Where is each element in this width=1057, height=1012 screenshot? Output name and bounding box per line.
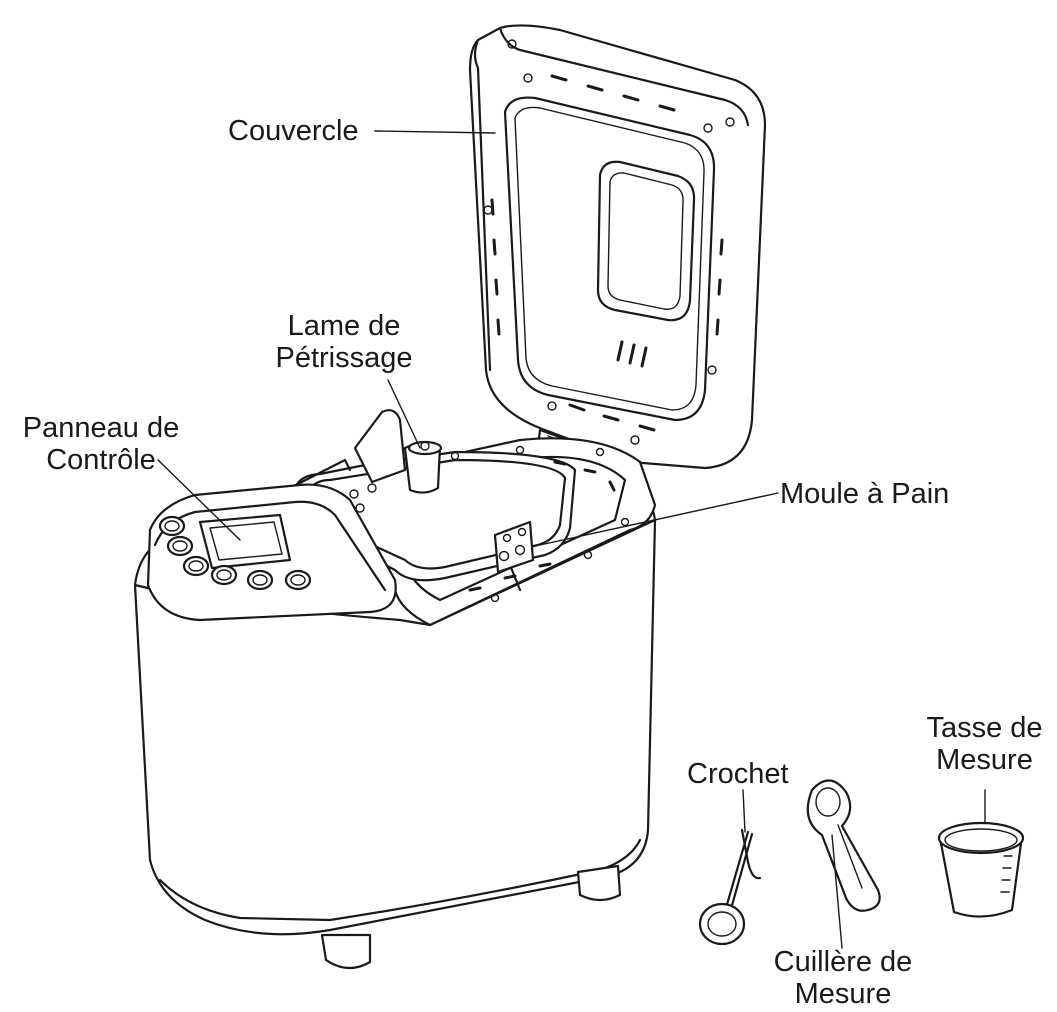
leader-crochet	[742, 789, 746, 833]
label-crochet-text: Crochet	[687, 758, 789, 790]
label-cuillere-de-mesure: Cuillère de Mesure	[758, 946, 928, 1010]
label-tasse-de-mesure: Tasse de Mesure	[912, 712, 1057, 776]
leader-cuillere	[831, 834, 843, 949]
label-lame-line1: Lame de	[287, 310, 401, 342]
spoon-accessory	[806, 779, 881, 912]
leader-lines	[157, 130, 986, 949]
machine-body	[133, 409, 657, 970]
leader-panneau	[157, 459, 241, 541]
label-lame-line2: Pétrissage	[275, 342, 413, 374]
label-couvercle-text: Couvercle	[228, 115, 359, 147]
leader-lame	[387, 379, 421, 449]
label-couvercle: Couvercle	[228, 115, 359, 147]
label-cuillere-line2: Mesure	[794, 978, 892, 1010]
label-tasse-line1: Tasse de	[926, 712, 1043, 744]
label-tasse-line2: Mesure	[936, 744, 1033, 776]
label-crochet: Crochet	[687, 758, 789, 790]
label-panneau-line2: Contrôle	[46, 444, 156, 476]
hook-accessory	[698, 828, 762, 946]
label-moule-a-pain: Moule à Pain	[780, 478, 949, 510]
label-panneau-line1: Panneau de	[22, 412, 180, 444]
label-panneau-de-controle: Panneau de Contrôle	[6, 412, 196, 476]
leader-couvercle	[374, 130, 496, 134]
label-lame-de-petrissage: Lame de Pétrissage	[264, 310, 424, 374]
cup-accessory	[937, 821, 1025, 918]
label-moule-text: Moule à Pain	[780, 478, 950, 510]
lid	[468, 24, 767, 478]
label-cuillere-line1: Cuillère de	[773, 946, 913, 978]
leader-moule	[539, 492, 779, 546]
